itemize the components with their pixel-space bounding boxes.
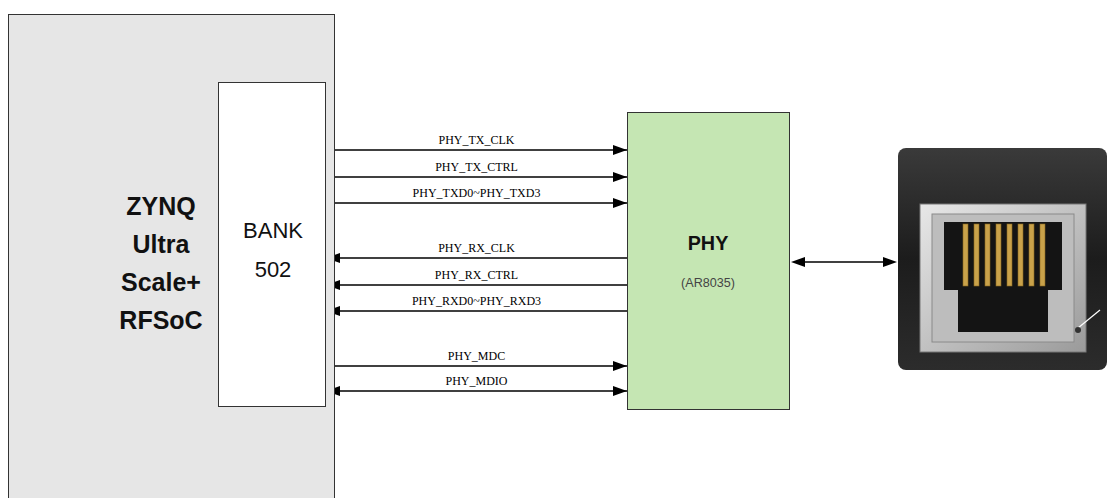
signal-name: PHY_RX_CTRL [433,268,520,282]
signal-name: PHY_MDIO [443,374,509,388]
phy-jack-link [791,257,897,267]
phy-part-number: (AR8035) [628,273,788,293]
signal-name: PHY_TX_CLK [436,133,516,147]
signal-name: PHY_TX_CTRL [433,160,520,174]
bank-box: BANK 502 [218,82,326,407]
phy-box: PHY (AR8035) [627,112,790,410]
signal-name: PHY_RX_CLK [436,241,517,255]
signal-name: PHY_MDC [446,349,507,363]
signal-name: PHY_TXD0~PHY_TXD3 [411,186,543,200]
bank-name: BANK 502 [238,211,308,289]
signal-name: PHY_RXD0~PHY_RXD3 [410,294,543,308]
soc-block: ZYNQ Ultra Scale+ RFSoCBANK 502 [8,14,335,498]
phy-title: PHY [628,230,788,256]
chip-name: ZYNQ Ultra Scale+ RFSoC [101,187,221,339]
